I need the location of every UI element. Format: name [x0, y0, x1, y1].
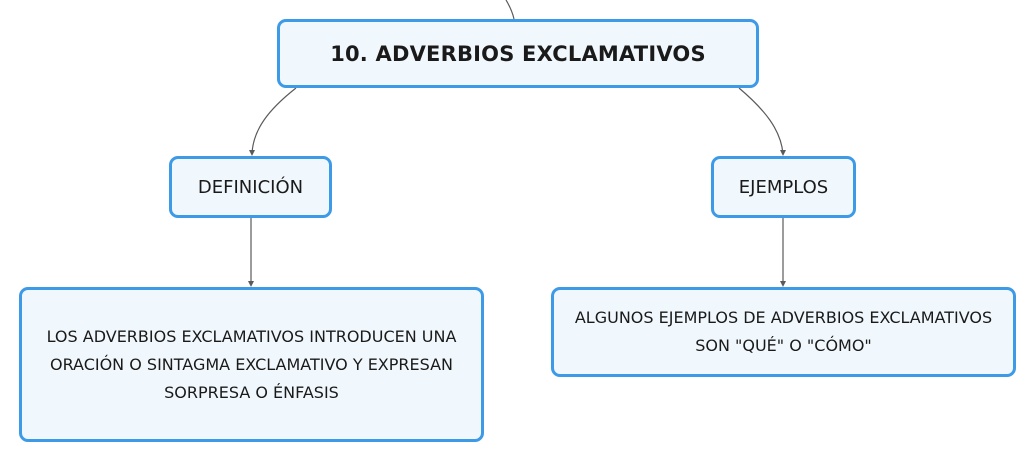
definicion-detail-node[interactable]: LOS ADVERBIOS EXCLAMATIVOS INTRODUCEN UN…: [19, 287, 484, 442]
definicion-node[interactable]: DEFINICIÓN: [169, 156, 332, 218]
connector-root-to-definicion: [251, 87, 297, 155]
connector-root-to-ejemplos-arrow: [780, 150, 786, 156]
connector-ejemplos-to-detail-arrow: [780, 281, 786, 287]
connector-root-to-definicion-arrow: [249, 150, 255, 156]
connector-root-to-ejemplos: [738, 87, 784, 155]
ejemplos-detail-node[interactable]: ALGUNOS EJEMPLOS DE ADVERBIOS EXCLAMATIV…: [551, 287, 1016, 377]
ejemplos-node-label: EJEMPLOS: [738, 176, 829, 198]
root-node-label: 10. ADVERBIOS EXCLAMATIVOS: [330, 41, 706, 66]
definicion-node-label: DEFINICIÓN: [197, 176, 304, 198]
connector-parent-to-root: [505, 0, 515, 20]
connector-definicion-to-detail-arrow: [248, 281, 254, 287]
ejemplos-node[interactable]: EJEMPLOS: [711, 156, 856, 218]
root-node[interactable]: 10. ADVERBIOS EXCLAMATIVOS: [277, 19, 759, 88]
ejemplos-detail-text: ALGUNOS EJEMPLOS DE ADVERBIOS EXCLAMATIV…: [574, 308, 993, 355]
definicion-detail-text: LOS ADVERBIOS EXCLAMATIVOS INTRODUCEN UN…: [46, 326, 457, 402]
